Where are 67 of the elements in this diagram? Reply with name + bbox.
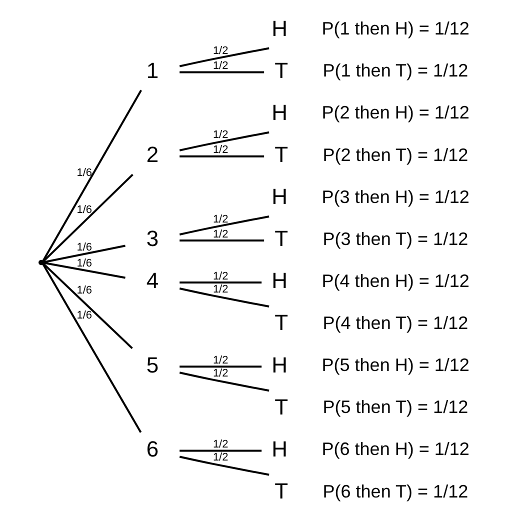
node-text: 4 bbox=[146, 268, 159, 294]
connector bbox=[180, 450, 262, 452]
edge-label: 1/6 bbox=[76, 167, 92, 180]
node-text: H bbox=[272, 16, 288, 41]
connector bbox=[180, 282, 262, 284]
node-label: P(5 then T) = 1/12 bbox=[322, 397, 468, 418]
edge-label: 1/6 bbox=[76, 309, 92, 322]
node-text: T bbox=[274, 310, 288, 336]
node-text: T bbox=[274, 478, 288, 504]
edge-label: 1/2 bbox=[212, 452, 228, 464]
node-text: 6 bbox=[146, 436, 159, 462]
connector bbox=[179, 288, 270, 308]
node-text: 1 bbox=[146, 58, 159, 83]
connector bbox=[42, 262, 133, 350]
node-text: H bbox=[272, 268, 288, 294]
edge-label: 1/2 bbox=[212, 283, 228, 296]
edge-label: 1/2 bbox=[212, 44, 228, 57]
edge-label: 1/6 bbox=[76, 204, 92, 216]
connector bbox=[43, 262, 126, 279]
node-label: P(1 then T) = 1/12 bbox=[322, 60, 468, 81]
connector bbox=[179, 131, 270, 152]
edge-label: 1/6 bbox=[76, 257, 92, 270]
connector bbox=[179, 456, 270, 476]
edge-label: 1/2 bbox=[212, 354, 228, 366]
edge-label: 1/2 bbox=[212, 60, 228, 72]
connector bbox=[180, 71, 264, 74]
node-label: P(2 then T) = 1/12 bbox=[322, 144, 468, 165]
node-text: 3 bbox=[146, 226, 159, 252]
node-label: P(6 then H) = 1/12 bbox=[322, 439, 470, 460]
node-text: T bbox=[274, 142, 288, 167]
node-label: P(4 then T) = 1/12 bbox=[322, 313, 468, 333]
connector bbox=[42, 90, 142, 262]
edge-label: 1/2 bbox=[212, 213, 228, 226]
node-point bbox=[38, 260, 44, 266]
node-label: P(3 then T) = 1/12 bbox=[322, 228, 468, 249]
edge-label: 1/2 bbox=[212, 438, 228, 451]
edge-label: 1/2 bbox=[212, 367, 228, 380]
node-label: P(3 then H) = 1/12 bbox=[322, 186, 470, 207]
node-label: P(5 then H) = 1/12 bbox=[322, 355, 470, 376]
node-text: 5 bbox=[146, 352, 159, 378]
connector bbox=[180, 239, 264, 242]
node-text: T bbox=[274, 58, 288, 83]
node-text: 2 bbox=[146, 142, 159, 167]
node-text: H bbox=[272, 100, 288, 125]
node-text: H bbox=[272, 436, 288, 462]
node-label: P(4 then H) = 1/12 bbox=[322, 270, 470, 291]
edge-label: 1/2 bbox=[212, 228, 228, 240]
node-label: P(2 then H) = 1/12 bbox=[322, 102, 470, 123]
edge-label: 1/6 bbox=[76, 284, 92, 296]
connector bbox=[179, 47, 270, 68]
connector bbox=[179, 372, 270, 392]
node-text: T bbox=[274, 226, 288, 252]
connector bbox=[42, 174, 134, 262]
edge-label: 1/2 bbox=[212, 144, 228, 156]
edge-label: 1/6 bbox=[76, 241, 92, 254]
node-text: H bbox=[272, 184, 288, 210]
edge-label: 1/2 bbox=[212, 270, 228, 282]
node-label: P(1 then H) = 1/12 bbox=[322, 18, 470, 39]
node-text: H bbox=[272, 352, 288, 378]
node-text: T bbox=[274, 394, 288, 420]
connector bbox=[179, 216, 270, 236]
node-label: P(6 then T) = 1/12 bbox=[322, 481, 468, 502]
connector bbox=[43, 244, 126, 264]
connector bbox=[180, 366, 262, 368]
edge-label: 1/2 bbox=[212, 129, 228, 142]
connector bbox=[42, 263, 142, 433]
connector bbox=[180, 155, 264, 158]
